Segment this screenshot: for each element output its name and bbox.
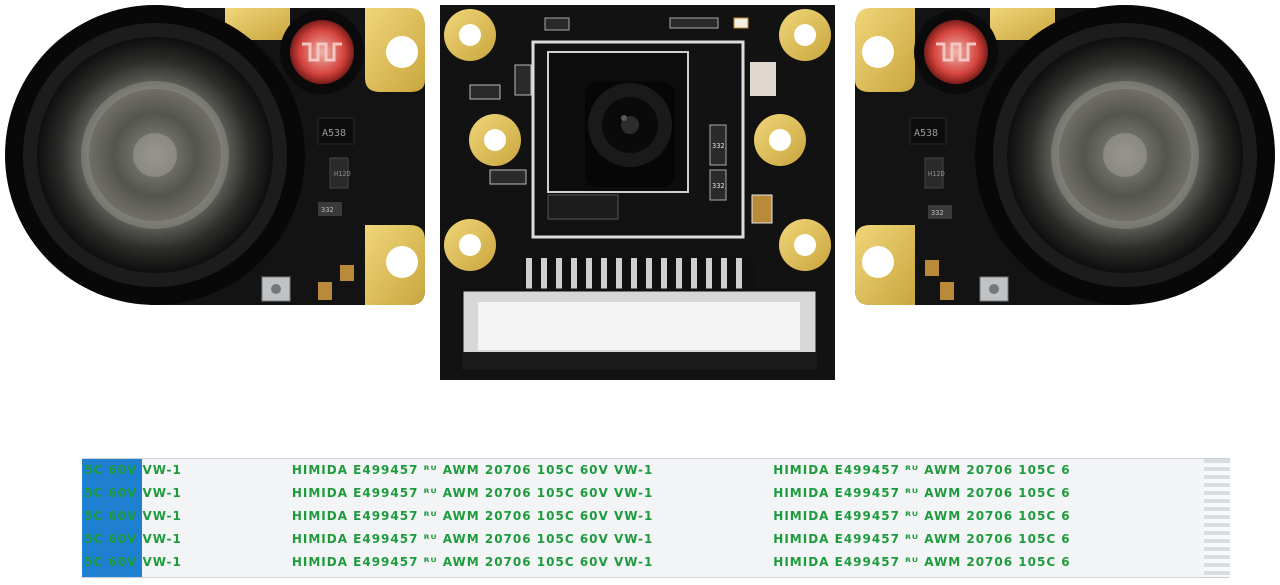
ribbon-right-fragment: HIMIDA E499457 ᴿᵁ AWM 20706 105C 6 [773,486,1071,500]
ribbon-left-fragment: 5C 60V VW-1 [84,555,182,569]
ribbon-stiffener-left [82,459,142,577]
left-part-label-2: 332 [321,206,334,214]
camera-lens [585,82,675,187]
left-led-lens [5,5,305,305]
left-ir-led-board: A538 H12D 332 [5,5,425,305]
ribbon-right-fragment: HIMIDA E499457 ᴿᵁ AWM 20706 105C 6 [773,532,1071,546]
ffc-connector [460,258,819,372]
ribbon-right-fragment: HIMIDA E499457 ᴿᵁ AWM 20706 105C 6 [773,463,1071,477]
ribbon-center-text: HIMIDA E499457 ᴿᵁ AWM 20706 105C 60V VW-… [291,532,654,546]
camera-board: 332 332 [440,5,835,380]
ribbon-center-text: HIMIDA E499457 ᴿᵁ AWM 20706 105C 60V VW-… [291,509,654,523]
ribbon-print-line-5: 5C 60V VW-1 HIMIDA E499457 ᴿᵁ AWM 20706 … [82,552,1230,572]
right-part-label-2: 332 [931,209,944,217]
left-chip-label: A538 [322,128,346,139]
left-part-label-1: H12D [334,170,351,178]
ribbon-left-fragment: 5C 60V VW-1 [84,509,182,523]
ribbon-contacts-right [1204,459,1230,577]
ribbon-right-fragment: HIMIDA E499457 ᴿᵁ AWM 20706 105C 6 [773,509,1071,523]
camera-part-label-1: 332 [712,142,725,150]
ribbon-center-text: HIMIDA E499457 ᴿᵁ AWM 20706 105C 60V VW-… [291,555,654,569]
ribbon-center-text: HIMIDA E499457 ᴿᵁ AWM 20706 105C 60V VW-… [291,463,654,477]
ribbon-print-line-4: 5C 60V VW-1 HIMIDA E499457 ᴿᵁ AWM 20706 … [82,529,1230,549]
right-led-lens [975,5,1275,305]
right-ir-led-board: A538 H12D 332 [855,5,1275,305]
right-photoresistor [914,10,998,94]
ribbon-print-line-3: 5C 60V VW-1 HIMIDA E499457 ᴿᵁ AWM 20706 … [82,506,1230,526]
ribbon-print-line-2: 5C 60V VW-1 HIMIDA E499457 ᴿᵁ AWM 20706 … [82,483,1230,503]
ribbon-right-fragment: HIMIDA E499457 ᴿᵁ AWM 20706 105C 6 [773,555,1071,569]
camera-part-label-2: 332 [712,182,725,190]
right-chip-label: A538 [914,128,938,139]
ffc-ribbon-cable [82,458,1230,578]
left-photoresistor [280,10,364,94]
right-part-label-1: H12D [928,170,945,178]
ribbon-left-fragment: 5C 60V VW-1 [84,486,182,500]
product-photo: A538 H12D 332 [5,5,1275,380]
ribbon-left-fragment: 5C 60V VW-1 [84,532,182,546]
ribbon-center-text: HIMIDA E499457 ᴿᵁ AWM 20706 105C 60V VW-… [291,486,654,500]
ribbon-left-fragment: 5C 60V VW-1 [84,463,182,477]
ribbon-print-line-1: 5C 60V VW-1 HIMIDA E499457 ᴿᵁ AWM 20706 … [82,460,1230,480]
